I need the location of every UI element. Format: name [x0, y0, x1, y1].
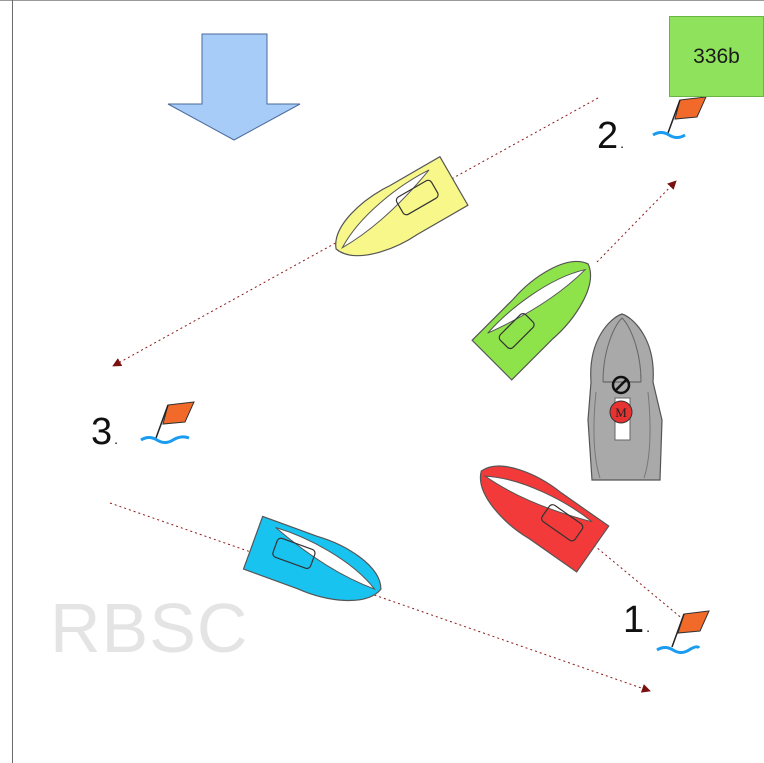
diagram-id-box: 336b [669, 16, 764, 97]
mark-1-label: 1. [623, 601, 650, 639]
mark-1-suffix: . [646, 619, 651, 635]
boat-green [471, 261, 591, 381]
committee-boat: M [587, 313, 663, 481]
top-border [0, 0, 764, 1]
course-line-green-to-2 [596, 180, 677, 263]
course-line-2-to-3 [112, 97, 599, 367]
mark-3-number: 3 [91, 411, 113, 453]
boat-yellow [335, 155, 469, 257]
flag-m-icon [609, 400, 633, 424]
mark-1-number: 1 [623, 599, 645, 641]
flag-m-label: M [615, 405, 627, 420]
mark-3-label: 3. [91, 413, 118, 451]
boat-blue [242, 515, 382, 601]
left-border [12, 0, 13, 763]
mark-1-flag-icon [656, 610, 710, 654]
course-line-red-to-1 [589, 541, 691, 626]
mark-3-flag-icon [140, 401, 195, 444]
mark-2-number: 2 [597, 115, 619, 157]
course-line-3-to-1 [109, 502, 651, 693]
wind-arrow-icon [167, 33, 301, 141]
diagram-id-label: 336b [693, 44, 740, 68]
no-entry-icon [611, 375, 631, 395]
watermark: RBSC [50, 589, 249, 667]
mark-2-label: 2. [597, 117, 624, 155]
boat-red [479, 465, 610, 573]
mark-2-flag-icon [652, 96, 707, 139]
mark-2-suffix: . [620, 135, 625, 151]
mark-3-suffix: . [114, 431, 119, 447]
